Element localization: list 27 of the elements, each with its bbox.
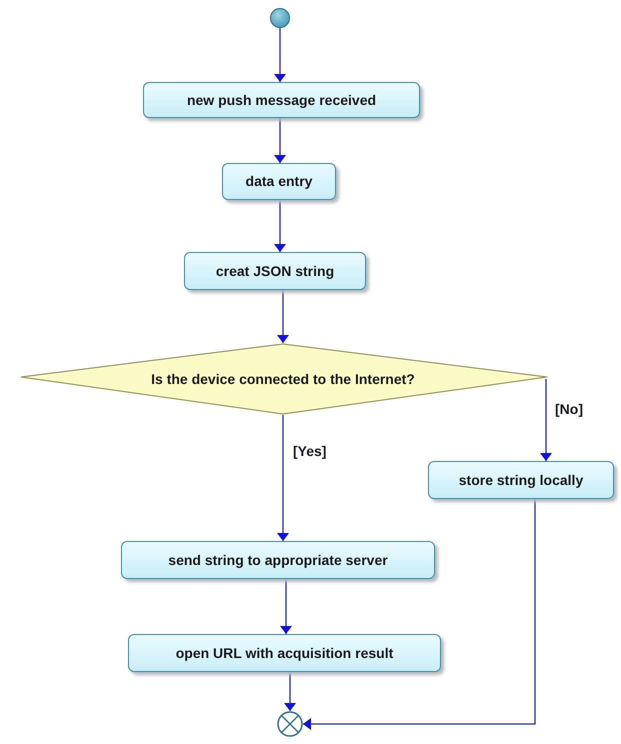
end-node	[277, 711, 303, 737]
arrow	[274, 118, 286, 163]
arrow	[280, 579, 292, 634]
edge-label: [Yes]	[292, 444, 328, 458]
edge-label: [No]	[554, 402, 584, 416]
activity-box	[143, 82, 420, 118]
node-text: creat JSON string	[216, 262, 334, 281]
activity-box	[222, 163, 336, 200]
node-text: Is the device connected to the Internet?	[151, 370, 415, 388]
node-text: open URL with acquisition result	[176, 644, 394, 663]
arrow	[277, 415, 289, 541]
decision-diamond	[18, 343, 548, 415]
start-node	[270, 8, 290, 28]
node-text: store string locally	[458, 470, 584, 490]
node-text: new push message received	[186, 90, 376, 110]
arrow	[274, 28, 286, 82]
activity-box	[121, 541, 435, 579]
arrow	[303, 499, 536, 730]
arrow	[540, 379, 552, 461]
node-text: send string to appropriate server	[168, 550, 388, 570]
activity-box	[128, 634, 441, 672]
activity-box	[184, 252, 366, 290]
arrow	[284, 672, 296, 711]
node-text: data entry	[246, 172, 312, 191]
arrow	[274, 200, 286, 252]
activity-box	[428, 461, 614, 499]
arrow	[277, 290, 289, 343]
